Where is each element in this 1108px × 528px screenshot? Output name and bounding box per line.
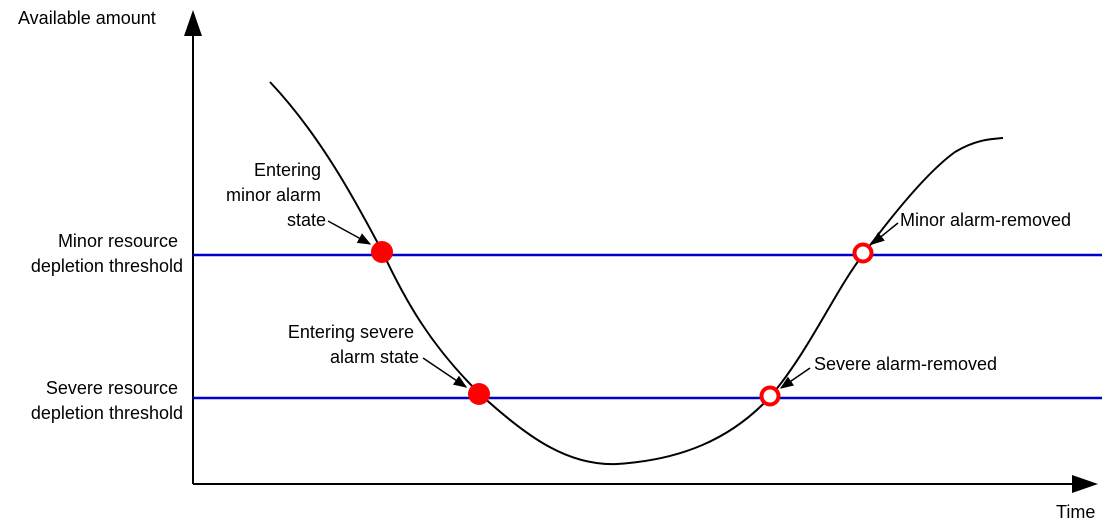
entering-minor-label-line-2: minor alarm [226, 185, 321, 205]
entering-minor-marker [371, 241, 393, 263]
minor-removed-label: Minor alarm-removed [900, 210, 1071, 230]
severe-threshold-label-line-2: depletion threshold [31, 403, 183, 423]
entering-severe-marker [468, 383, 490, 405]
minor-threshold-label: Minor resource depletion threshold [31, 231, 183, 276]
entering-severe-label-line-2: alarm state [330, 347, 419, 367]
entering-severe-label-line-1: Entering severe [288, 322, 414, 342]
y-axis-arrowhead [184, 10, 202, 36]
entering-minor-label-line-3: state [287, 210, 326, 230]
severe-threshold-label-line-1: Severe resource [46, 378, 178, 398]
minor-threshold-label-line-1: Minor resource [58, 231, 178, 251]
severe-removed-arrow [779, 367, 811, 389]
entering-severe-label: Entering severe alarm state [288, 322, 419, 367]
minor-removed-arrow [870, 222, 899, 245]
entering-minor-label-line-1: Entering [254, 160, 321, 180]
available-amount-curve [269, 81, 1004, 466]
x-axis-arrowhead [1072, 475, 1098, 493]
entering-severe-arrow [422, 357, 468, 388]
severe-threshold-label: Severe resource depletion threshold [31, 378, 183, 423]
minor-removed-marker [852, 242, 874, 264]
severe-removed-label: Severe alarm-removed [814, 354, 997, 374]
minor-threshold-label-line-2: depletion threshold [31, 256, 183, 276]
x-axis-label: Time [1056, 502, 1095, 522]
entering-minor-label: Entering minor alarm state [226, 160, 326, 230]
entering-minor-arrow [327, 220, 372, 245]
severe-removed-marker [759, 385, 781, 407]
y-axis-label: Available amount [18, 8, 156, 28]
